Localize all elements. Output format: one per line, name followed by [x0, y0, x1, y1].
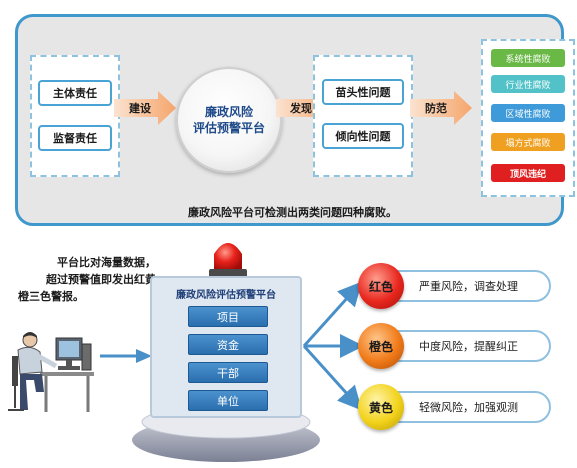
arrow-build-shape [114, 91, 176, 125]
platform-panel: 廉政风险评估预警平台 项目 资金 干部 单位 [150, 276, 302, 418]
level-red-bar: 严重风险，调查处理 [379, 270, 551, 302]
level-red-ball: 红色 [358, 263, 404, 309]
arrow-discover-label: 发现 [290, 102, 312, 115]
person-at-computer-illustration [8, 332, 94, 412]
arrow-build-label: 建设 [129, 102, 151, 115]
fanout-arrows [302, 281, 364, 411]
top-panel: 主体责任 监督责任 建设 廉政风险 评估预警平台 发现 苗头性问题 倾向性问题 … [15, 14, 575, 226]
responsibility-group [30, 55, 120, 177]
arrow-build: 建设 [114, 91, 176, 125]
arrow-prevent: 防范 [410, 91, 472, 125]
level-yellow-label: 黄色 [368, 400, 393, 415]
arrow-to-red [302, 281, 363, 348]
level-orange-bar: 中度风险，提醒纠正 [379, 330, 551, 362]
level-red-text: 严重风险，调查处理 [419, 280, 518, 293]
data-item-projects: 项目 [188, 306, 268, 327]
responsibility-main: 主体责任 [38, 80, 112, 106]
corruption-regional: 区域性腐败 [491, 104, 565, 122]
level-orange-ball: 橙色 [358, 323, 404, 369]
problem-tendency: 倾向性问题 [322, 123, 404, 149]
level-yellow-text: 轻微风险，加强观测 [419, 401, 518, 414]
data-item-funds: 资金 [188, 334, 268, 355]
level-orange-label: 橙色 [368, 339, 393, 354]
corruption-industry: 行业性腐败 [491, 75, 565, 93]
level-yellow-bar: 轻微风险，加强观测 [379, 391, 551, 423]
corruption-defiance: 顶风违纪 [491, 164, 565, 182]
level-orange-text: 中度风险，提醒纠正 [419, 340, 518, 353]
level-yellow-ball: 黄色 [358, 384, 404, 430]
responsibility-supervision: 监督责任 [38, 125, 112, 151]
data-item-cadres: 干部 [188, 362, 268, 383]
intro-line-1: 平台比对海量数据， [57, 256, 156, 269]
panel-caption: 廉政风险平台可检测出两类问题四种腐败。 [188, 206, 397, 219]
arrow-prevent-shape [410, 91, 472, 125]
arrow-to-yellow [302, 344, 363, 411]
problem-group [313, 55, 413, 177]
data-item-units: 单位 [188, 390, 268, 411]
intro-text: 平台比对海量数据， 超过预警值即发出红黄 橙三色警报。 [6, 254, 156, 305]
corruption-collapse: 塌方式腐败 [491, 133, 565, 151]
platform-circle-line2: 评估预警平台 [192, 121, 265, 135]
alarm-siren-icon [209, 243, 247, 278]
platform-circle: 廉政风险 评估预警平台 [176, 67, 282, 173]
intro-line-3: 橙三色警报。 [18, 290, 84, 303]
intro-line-2: 超过预警值即发出红黄 [46, 273, 156, 286]
platform-circle-line1: 廉政风险 [204, 105, 253, 119]
corruption-systemic: 系统性腐败 [491, 49, 565, 67]
level-red-label: 红色 [368, 279, 393, 294]
platform-title: 廉政风险评估预警平台 [176, 290, 276, 301]
problem-sprouting: 苗头性问题 [322, 79, 404, 105]
arrow-prevent-label: 防范 [425, 102, 447, 115]
arrow-to-platform [100, 349, 152, 363]
